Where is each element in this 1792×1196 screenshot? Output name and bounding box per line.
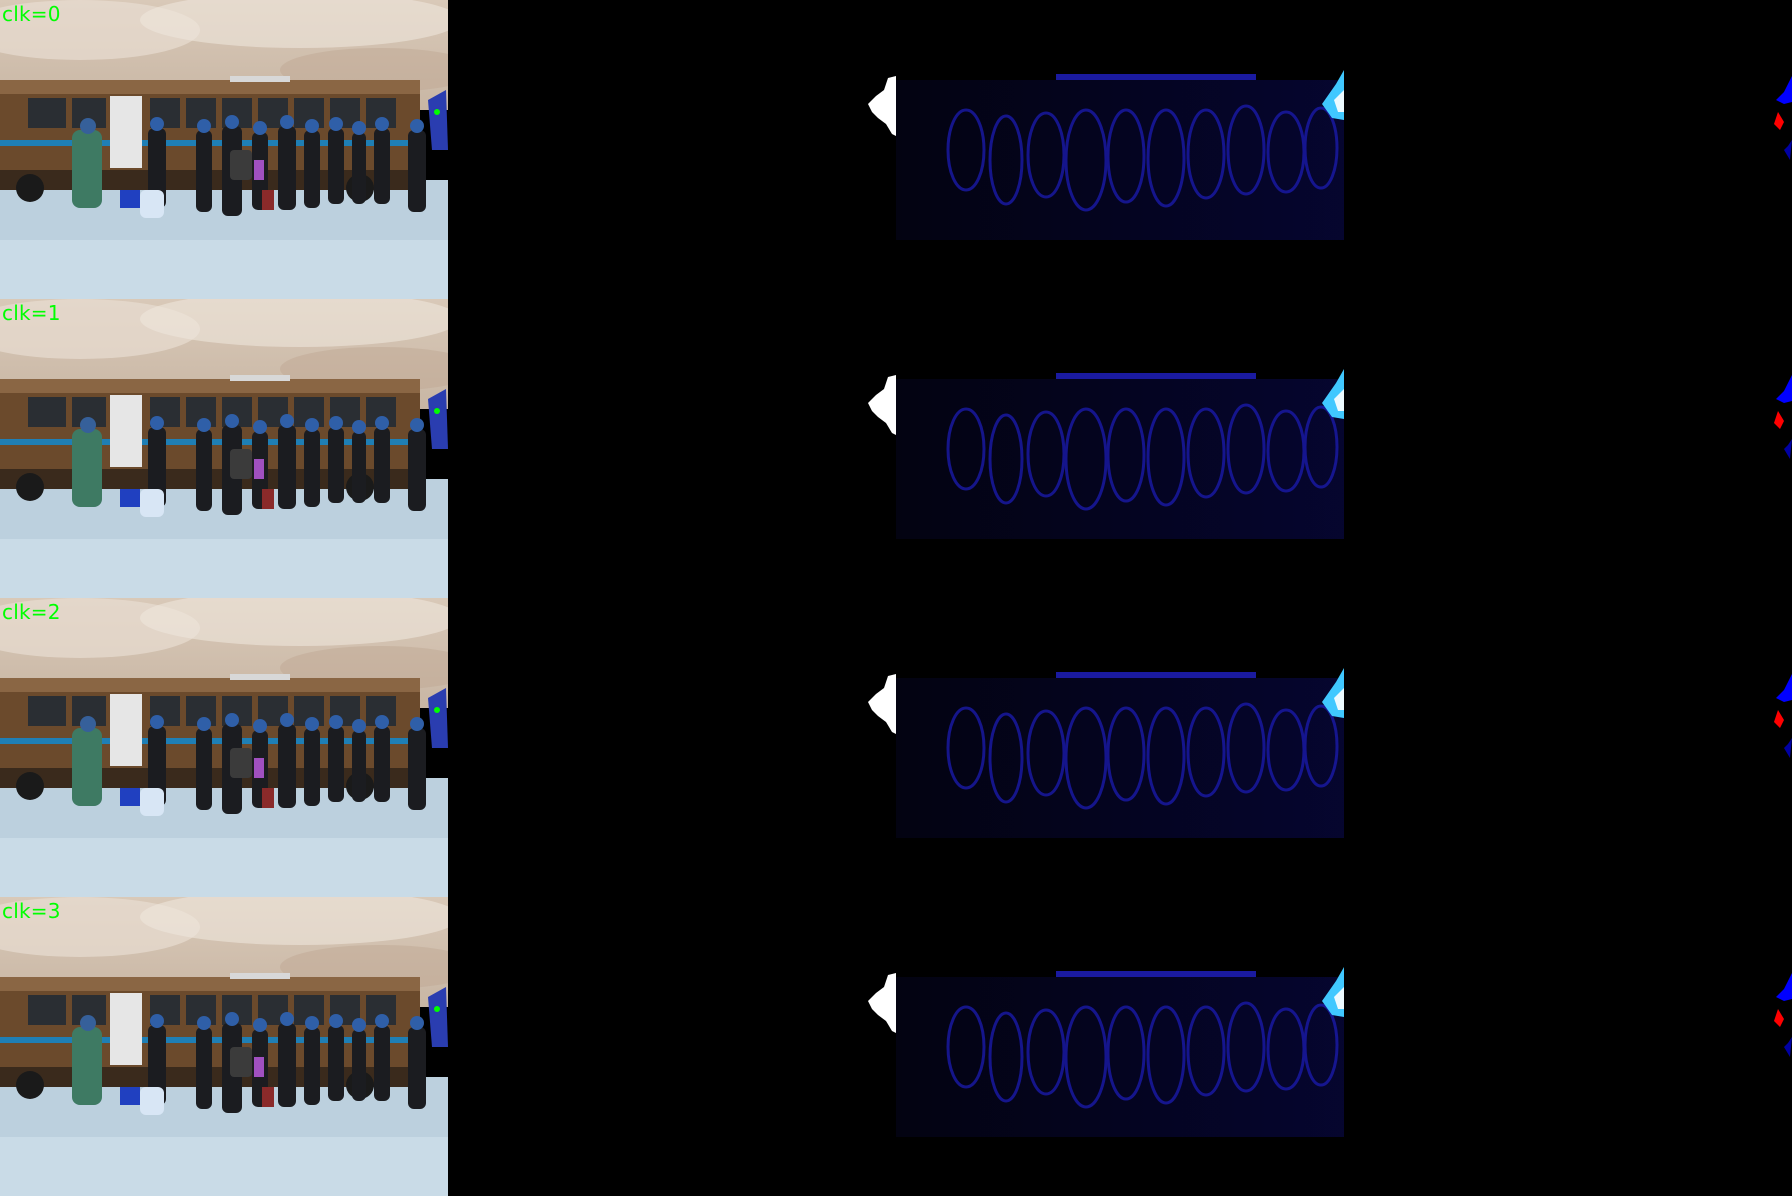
error-panel xyxy=(1344,598,1792,897)
photo-panel: clk=2 xyxy=(0,598,448,897)
bus-photo-image xyxy=(0,0,448,299)
probability-heatmap-image xyxy=(896,369,1344,539)
heatmap-panel: iou=0.7831 xyxy=(896,299,1344,598)
mask-panel xyxy=(448,897,896,1196)
probability-heatmap-image xyxy=(896,70,1344,240)
heatmap-panel: iou=0.9292 xyxy=(896,897,1344,1196)
iteration-row-0: clk=0 xyxy=(0,0,1792,299)
click-count-label: clk=0 xyxy=(2,2,61,26)
bus-photo-image xyxy=(0,598,448,897)
error-map-image xyxy=(1774,674,1792,758)
iteration-row-3: clk=3 xyxy=(0,897,1792,1196)
error-map-image xyxy=(1774,973,1792,1057)
error-map-image xyxy=(1774,76,1792,160)
bus-photo-image xyxy=(0,897,448,1196)
photo-panel: clk=0 xyxy=(0,0,448,299)
bus-photo-image xyxy=(0,299,448,598)
probability-heatmap-image xyxy=(896,668,1344,838)
error-panel xyxy=(1344,897,1792,1196)
photo-panel: clk=3 xyxy=(0,897,448,1196)
error-panel xyxy=(1344,299,1792,598)
mask-silhouette-image xyxy=(868,973,896,1033)
click-count-label: clk=3 xyxy=(2,899,61,923)
iteration-row-1: clk=1 xyxy=(0,299,1792,598)
mask-panel xyxy=(448,598,896,897)
error-panel xyxy=(1344,0,1792,299)
probability-heatmap-image xyxy=(896,967,1344,1137)
iteration-row-2: clk=2 xyxy=(0,598,1792,897)
heatmap-panel: iou=0.8649 xyxy=(896,598,1344,897)
click-count-label: clk=2 xyxy=(2,600,61,624)
mask-silhouette-image xyxy=(868,674,896,734)
mask-panel xyxy=(448,0,896,299)
mask-silhouette-image xyxy=(868,375,896,435)
click-count-label: clk=1 xyxy=(2,301,61,325)
photo-panel: clk=1 xyxy=(0,299,448,598)
mask-panel xyxy=(448,299,896,598)
heatmap-panel: iou=0.5631 xyxy=(896,0,1344,299)
mask-silhouette-image xyxy=(868,76,896,136)
error-map-image xyxy=(1774,375,1792,459)
